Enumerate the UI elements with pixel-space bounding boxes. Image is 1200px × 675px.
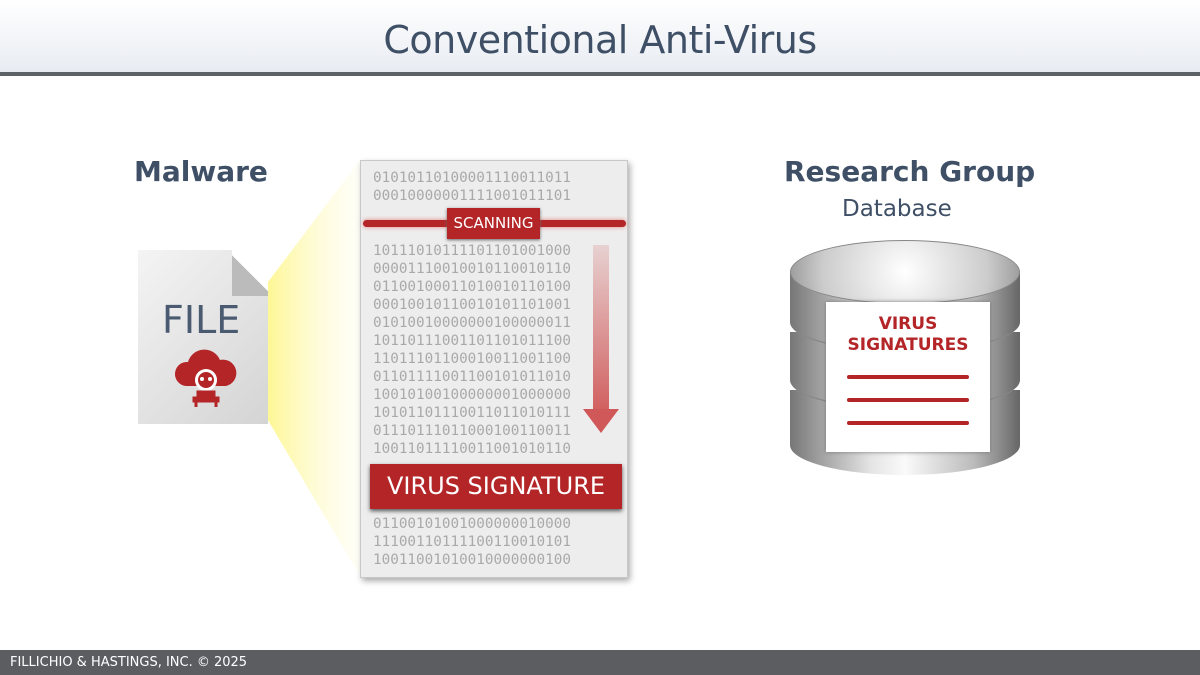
arrow-down-icon [583,409,619,433]
binary-row: 10011011110011001010110 [373,441,571,457]
binary-row: 01010010000000100000011 [373,315,571,331]
virus-signature-label: VIRUS SIGNATURE [370,464,622,509]
footer: FILLICHIO & HASTINGS, INC. © 2025 [0,650,1200,675]
binary-row: 01100101001000000010000 [373,516,571,532]
signature-line [847,421,969,425]
title-bar: Conventional Anti-Virus [0,0,1200,76]
binary-row: 10011001010010000000100 [373,552,571,568]
binary-text: 01010110100001110011011 00010000001111001… [373,169,627,205]
scan-arrow-shaft [593,245,609,409]
binary-row: 11100110111100110010101 [373,534,571,550]
binary-row: 10010100100000001000000 [373,387,571,403]
malware-heading: Malware [134,155,268,188]
file-label: FILE [162,298,241,342]
card-title-2: SIGNATURES [847,335,969,355]
binary-row: 01100100011010010110100 [373,279,571,295]
binary-row: 00001110010010110010110 [373,261,571,277]
binary-row: 01110111011000100110011 [373,423,571,439]
binary-row: 10111010111101101001000 [373,243,571,259]
binary-row: 10101101110011011010111 [373,405,571,421]
signature-line [847,375,969,379]
research-group-heading: Research Group [784,155,1036,188]
database-subheading: Database [842,196,952,222]
binary-row: 11011101100010011001100 [373,351,571,367]
signature-line [847,398,969,402]
binary-text: 10111010111101101001000 00001110010010110… [373,242,627,458]
card-title-1: VIRUS [878,314,938,334]
virus-signatures-card: VIRUS SIGNATURES [826,302,990,452]
file-fold [232,250,268,296]
scanning-label: SCANNING [447,208,540,239]
scan-arrow [583,245,619,435]
binary-text: 01100101001000000010000 11100110111100110… [373,515,627,569]
binary-row: 00010000001111001011101 [373,188,571,204]
binary-row: 01101111001100101011010 [373,369,571,385]
binary-row: 10110111001101101011100 [373,333,571,349]
slide-title: Conventional Anti-Virus [383,18,817,62]
binary-row: 01010110100001110011011 [373,170,571,186]
malware-cloud-skull-icon [174,349,237,407]
binary-document: 01010110100001110011011 00010000001111001… [360,160,628,578]
scan-bar: SCANNING [363,208,627,239]
binary-row: 00010010110010101101001 [373,297,571,313]
